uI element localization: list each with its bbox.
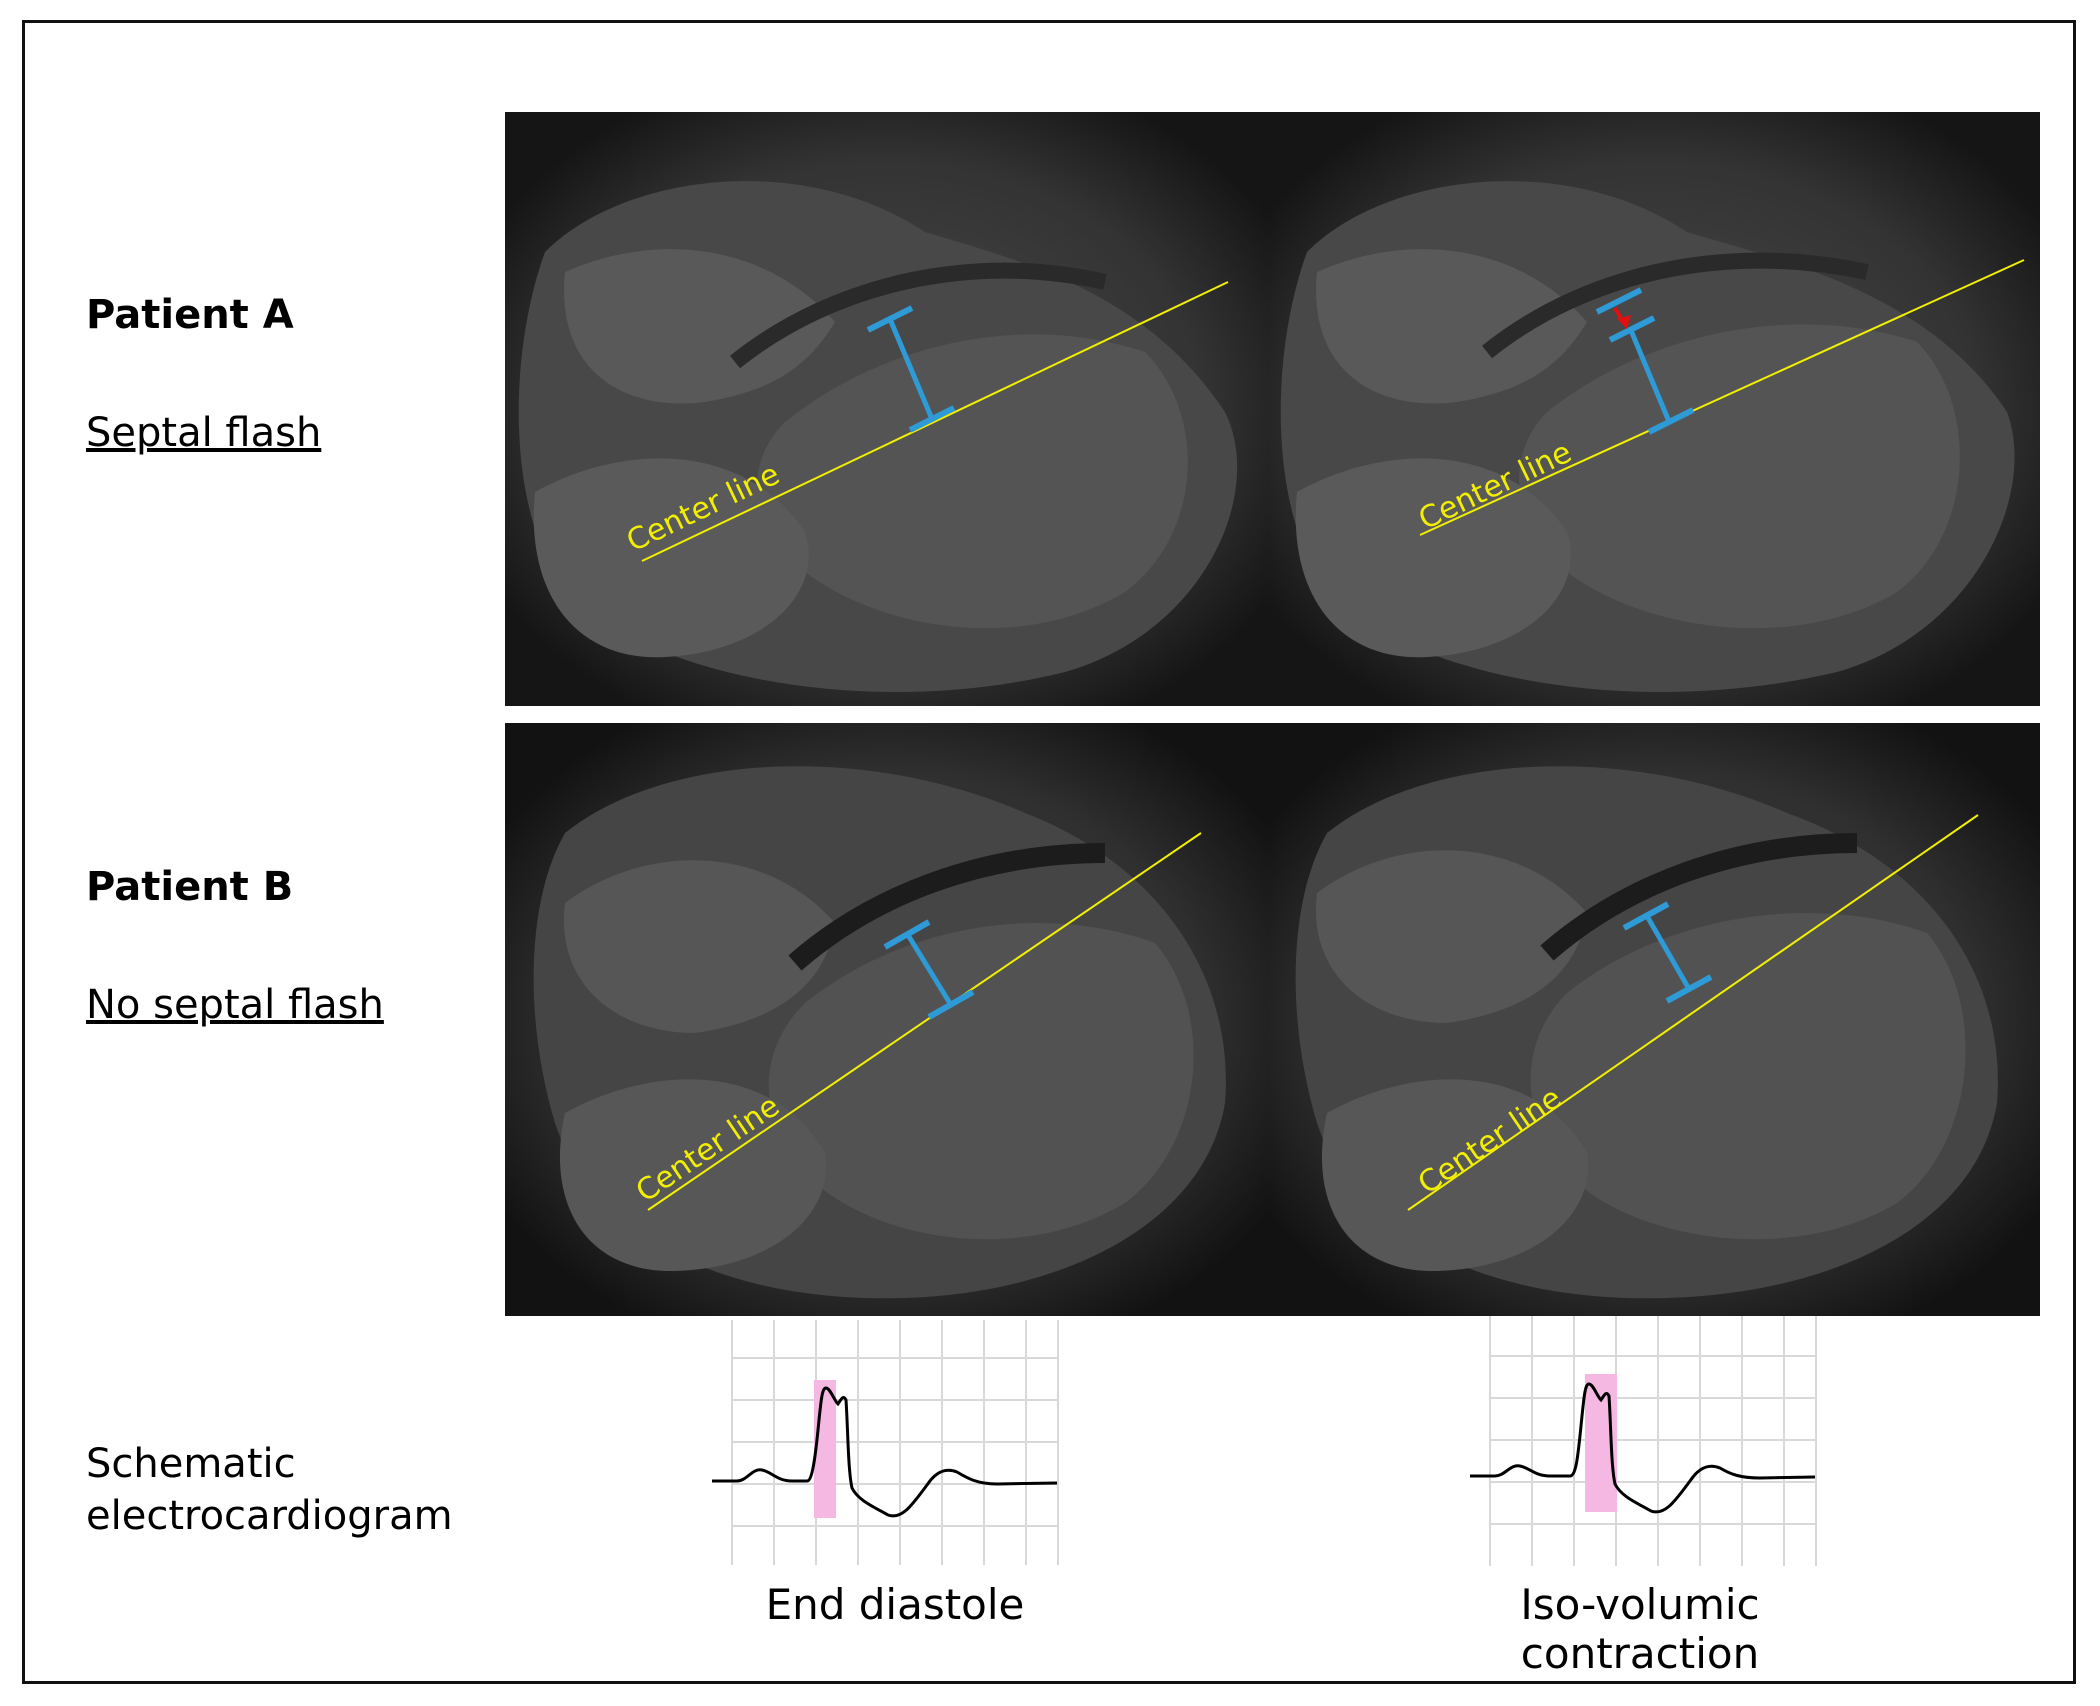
left-atrium bbox=[533, 458, 809, 658]
left-ventricle bbox=[768, 923, 1194, 1240]
figure-frame bbox=[22, 20, 2076, 1684]
right-atrium bbox=[1315, 850, 1587, 1023]
measurement-bar bbox=[883, 919, 975, 1020]
patient-a-label: Patient A bbox=[86, 292, 294, 338]
ecg-grid bbox=[731, 1320, 1059, 1565]
mri-panel-patient-b-isovolumic: Center line bbox=[1267, 723, 2040, 1316]
center-line bbox=[1419, 259, 2025, 536]
right-atrium bbox=[1316, 249, 1587, 404]
mri-panel-patient-a-isovolumic: Center line bbox=[1267, 112, 2040, 706]
left-ventricle bbox=[1519, 324, 1960, 629]
ecg-trace bbox=[1470, 1382, 1816, 1514]
measurement-bar bbox=[1622, 901, 1713, 1004]
septum bbox=[1540, 833, 1858, 961]
ecg-grid bbox=[1489, 1316, 1817, 1566]
center-line bbox=[1407, 814, 1979, 1211]
center-line bbox=[647, 832, 1202, 1211]
mri-panel-patient-a-end-diastole: Center line bbox=[505, 112, 1267, 706]
left-atrium bbox=[1321, 1079, 1589, 1272]
measurement-bar bbox=[1595, 287, 1695, 435]
left-ventricle bbox=[757, 334, 1188, 629]
septum bbox=[1482, 252, 1869, 359]
phase-caption-end-diastole: End diastole bbox=[765, 1580, 1025, 1629]
patient-b-label: Patient B bbox=[86, 864, 294, 910]
ecg-row-label-line2: electrocardiogram bbox=[86, 1493, 453, 1539]
center-line bbox=[641, 281, 1229, 562]
mri-panel-patient-b-end-diastole: Center line bbox=[505, 723, 1267, 1316]
patient-a-finding: Septal flash bbox=[86, 410, 322, 456]
phase-caption-isovolumic-contraction: Iso-volumic contraction bbox=[1520, 1580, 1760, 1678]
patient-b-finding: No septal flash bbox=[86, 982, 384, 1028]
septal-flash-arrow bbox=[1613, 307, 1631, 329]
ecg-isovolumic-contraction bbox=[1470, 1316, 1820, 1570]
septum bbox=[788, 843, 1106, 971]
septum bbox=[730, 262, 1107, 369]
ecg-end-diastole bbox=[712, 1320, 1062, 1570]
ecg-row-label: Schematic electrocardiogram bbox=[86, 1438, 453, 1542]
ecg-trace bbox=[712, 1386, 1058, 1518]
right-atrium bbox=[563, 860, 835, 1033]
right-atrium bbox=[564, 249, 835, 404]
measurement-bar bbox=[866, 305, 956, 433]
ecg-row-label-line1: Schematic bbox=[86, 1441, 296, 1487]
left-atrium bbox=[1295, 458, 1571, 658]
left-atrium bbox=[559, 1079, 827, 1272]
left-ventricle bbox=[1530, 913, 1966, 1240]
